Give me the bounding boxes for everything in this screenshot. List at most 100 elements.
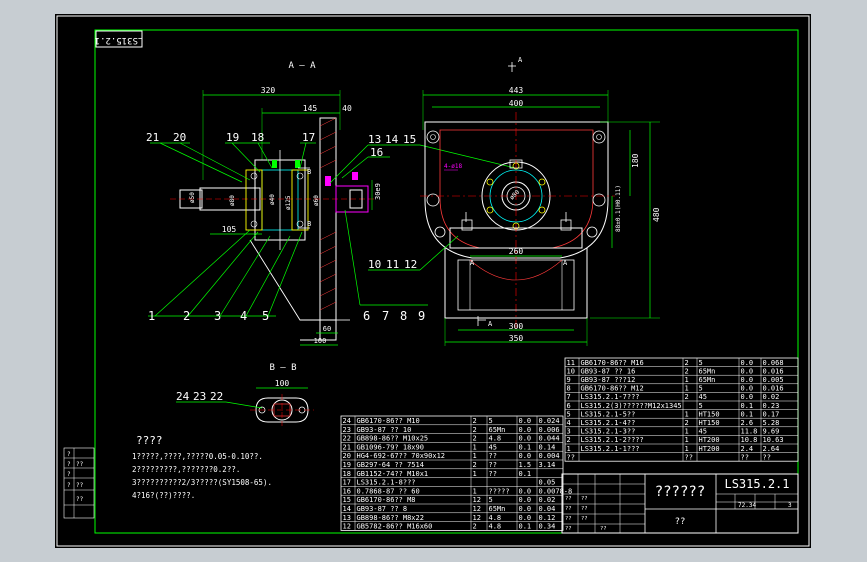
parts-upper-cell: 1	[685, 410, 689, 418]
callout-12: 12	[404, 258, 417, 271]
parts-upper-cell: 11.8	[741, 428, 758, 436]
sig-label-7: ??	[600, 526, 607, 532]
svg-text:443: 443	[509, 86, 524, 95]
parts-upper-cell: 5	[567, 410, 571, 418]
gearbox-front	[420, 112, 615, 330]
parts-upper-cell: LS315.2.1-2????	[581, 436, 644, 444]
dim-100-left: 100	[300, 337, 338, 346]
callout-13: 13	[368, 133, 381, 146]
parts-lower-cell: 0.024	[539, 417, 560, 425]
parts-upper-cell: 65Mn	[699, 367, 716, 375]
parts-upper-cell: 8	[567, 385, 571, 393]
parts-upper-cell: LS315.2.1-7???	[581, 393, 640, 401]
parts-upper-cell: 1	[567, 445, 571, 453]
paper-sheet	[55, 14, 811, 548]
svg-text:480: 480	[652, 207, 661, 222]
right-side-view[interactable]: A 443 400	[368, 56, 661, 346]
bearing-left	[245, 160, 358, 231]
svg-text:300: 300	[509, 322, 524, 331]
parts-lower-cell: 0.004	[539, 452, 560, 460]
dim-260: 260	[470, 247, 562, 257]
parts-upper-cell: 0.0	[741, 385, 754, 393]
parts-lower-cell: 12	[473, 496, 481, 504]
svg-text:260: 260	[509, 247, 524, 256]
callout-10: 10	[368, 258, 381, 271]
section-a-mark-top: A	[518, 56, 523, 64]
parts-upper-cell: 11	[567, 359, 575, 367]
parts-upper-cell: 5	[699, 359, 703, 367]
title-block[interactable]: ?? ?? ?? ?? ?? ?? ?? ?? ?????? LS315.2.1…	[561, 473, 799, 534]
parts-upper-cell: 0.005	[763, 376, 784, 384]
parts-upper-cell: LS315.2.1-5??	[581, 410, 636, 418]
dim-350: 350	[444, 318, 588, 346]
dim-phi40: ø40	[269, 194, 276, 205]
parts-upper-cell: LS315.2(3)??????M12x1345	[581, 402, 682, 410]
dim-320: 320	[202, 86, 340, 180]
svg-text:320: 320	[261, 86, 276, 95]
dim-30e9: 30e9	[371, 180, 382, 210]
dim-phi60: ø60	[313, 195, 320, 206]
parts-upper-cell: GB93-87 ?? 16	[581, 367, 636, 375]
parts-lower-cell: 12	[473, 514, 481, 522]
parts-lower-cell: 20	[343, 452, 351, 460]
parts-upper-cell: GB93-87 ???12	[581, 376, 636, 384]
section-aa-title: A — A	[288, 61, 316, 71]
sig-label-5: ??	[581, 516, 588, 522]
parts-upper-cell: ??	[741, 453, 749, 461]
svg-text:180: 180	[631, 153, 640, 168]
svg-text:30e9: 30e9	[374, 183, 382, 200]
left-mark-0: ?	[67, 451, 71, 458]
parts-lower-cell: 0.0	[519, 514, 532, 522]
callout-17: 17	[302, 131, 315, 144]
parts-upper-cell: 5	[699, 402, 703, 410]
callout-15: 15	[403, 133, 416, 146]
parts-lower-cell: 0.02	[539, 496, 556, 504]
parts-upper-cell: LS315.2.1-1???	[581, 445, 640, 453]
parts-lower-cell: 18	[343, 470, 351, 478]
parts-lower-cell: GB898-86?? M10x25	[357, 435, 429, 443]
section-aa-view[interactable]: A — A 320 145 40	[146, 61, 516, 346]
parts-lower-cell: GB6170-86?? M10	[357, 417, 420, 425]
section-b-mark-top: B	[307, 168, 311, 176]
parts-upper-cell: 2	[567, 436, 571, 444]
drawing-scale: 72.34	[738, 502, 756, 509]
housing-left	[249, 117, 350, 341]
callout-14: 14	[385, 133, 399, 146]
dim-480: 480	[590, 121, 661, 319]
parts-lower-cell: 2	[473, 435, 477, 443]
parts-lower-cell: 0.0	[519, 435, 532, 443]
parts-lower-cell: ??	[489, 452, 497, 460]
callout-19: 19	[226, 131, 239, 144]
callout-16: 16	[370, 146, 383, 159]
parts-lower-cell: 2	[473, 461, 477, 469]
parts-lower-cell: 2	[473, 417, 477, 425]
left-mark-3: ?	[67, 482, 71, 489]
sig-label-2: ??	[565, 506, 572, 512]
drawing-code: LS315.2.1	[724, 477, 789, 491]
parts-lower-cell: GB1096-79? 18x90	[357, 443, 424, 451]
dim-phi125: ø125	[285, 195, 292, 210]
parts-lower-cell: 16	[343, 487, 351, 495]
parts-upper-cell: 0.0	[741, 376, 754, 384]
svg-text:60: 60	[323, 325, 331, 333]
svg-text:350: 350	[509, 334, 524, 343]
parts-lower-cell: 5	[489, 496, 493, 504]
section-bb-view[interactable]: B — B 100 24 23 22	[176, 363, 314, 426]
parts-upper-cell: 6	[567, 402, 571, 410]
parts-upper-cell: HT200	[699, 436, 720, 444]
parts-lower-cell: 19	[343, 461, 351, 469]
parts-lower-cell: HG4-692-67?? 70x90x12	[357, 452, 446, 460]
section-a-mark-bottom: A	[488, 320, 493, 328]
parts-upper-cell: 1	[685, 385, 689, 393]
parts-upper-cell: 10.8	[741, 436, 758, 444]
notes-line-1: 1?????,????,?????0.05-0.10??.	[132, 452, 263, 461]
parts-lower-cell: 1	[473, 443, 477, 451]
callout-leaders-bottom	[148, 209, 428, 317]
svg-text:400: 400	[509, 99, 524, 108]
callout-18: 18	[251, 131, 264, 144]
parts-lower-cell: 0.1	[519, 443, 532, 451]
